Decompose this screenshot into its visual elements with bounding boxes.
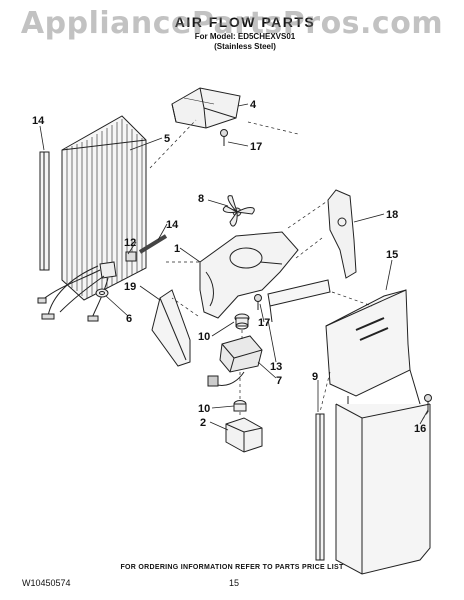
part-9-strip bbox=[315, 413, 325, 561]
callout-numbers: 14 5 4 17 8 18 14 12 1 15 19 6 17 10 13 … bbox=[32, 99, 426, 435]
part-2-motor-bracket bbox=[225, 417, 263, 453]
assembly-lines bbox=[149, 119, 429, 421]
callout-5: 5 bbox=[164, 133, 170, 145]
callout-4: 4 bbox=[250, 99, 257, 111]
model-line: For Model: ED5CHEXVS01 bbox=[194, 32, 296, 41]
part-14-rod bbox=[138, 234, 168, 254]
trim-line: (Stainless Steel) bbox=[214, 42, 276, 51]
leader-lines bbox=[39, 103, 429, 431]
part-4-upper-duct bbox=[171, 87, 241, 129]
document-part-number: W10450574 bbox=[22, 578, 71, 588]
part-7-fan-motor bbox=[207, 335, 263, 387]
part-18-bracket bbox=[327, 189, 357, 279]
part-19-left-panel bbox=[151, 289, 191, 367]
callout-7: 7 bbox=[276, 375, 282, 387]
callout-18: 18 bbox=[386, 209, 398, 221]
page-title: AIR FLOW PARTS bbox=[174, 14, 316, 30]
part-13-wire-retainer bbox=[267, 279, 331, 323]
part-17-screw-mid bbox=[254, 294, 262, 310]
ordering-note: FOR ORDERING INFORMATION REFER TO PARTS … bbox=[120, 564, 344, 571]
callout-10-lower: 10 bbox=[198, 403, 210, 415]
callout-6: 6 bbox=[126, 313, 132, 325]
callout-17-upper: 17 bbox=[250, 141, 262, 153]
callout-14-mid: 14 bbox=[166, 219, 179, 231]
callout-13: 13 bbox=[270, 361, 282, 373]
part-1-fan-housing bbox=[199, 231, 299, 319]
callout-15: 15 bbox=[386, 249, 398, 261]
page-number: 15 bbox=[228, 578, 239, 588]
part-14-left-strip bbox=[39, 151, 50, 271]
part-6-grommet bbox=[95, 288, 109, 298]
callout-12: 12 bbox=[124, 237, 136, 249]
part-17-screw-upper bbox=[220, 129, 228, 146]
callout-9: 9 bbox=[312, 371, 318, 383]
callout-1: 1 bbox=[174, 243, 180, 255]
part-15-air-tower bbox=[325, 289, 431, 575]
callout-10-upper: 10 bbox=[198, 331, 210, 343]
callout-19: 19 bbox=[124, 281, 136, 293]
part-10-mount-lower bbox=[233, 400, 247, 412]
part-10-mount-upper bbox=[234, 313, 250, 330]
part-8-fan-blade bbox=[222, 195, 255, 227]
callout-2: 2 bbox=[200, 417, 206, 429]
callout-14-left: 14 bbox=[32, 115, 45, 127]
part-12-wire-harness bbox=[37, 251, 137, 322]
part-5-evaporator-grille bbox=[61, 115, 147, 301]
callout-17-mid: 17 bbox=[258, 317, 270, 329]
callout-8: 8 bbox=[198, 193, 204, 205]
callout-16: 16 bbox=[414, 423, 426, 435]
